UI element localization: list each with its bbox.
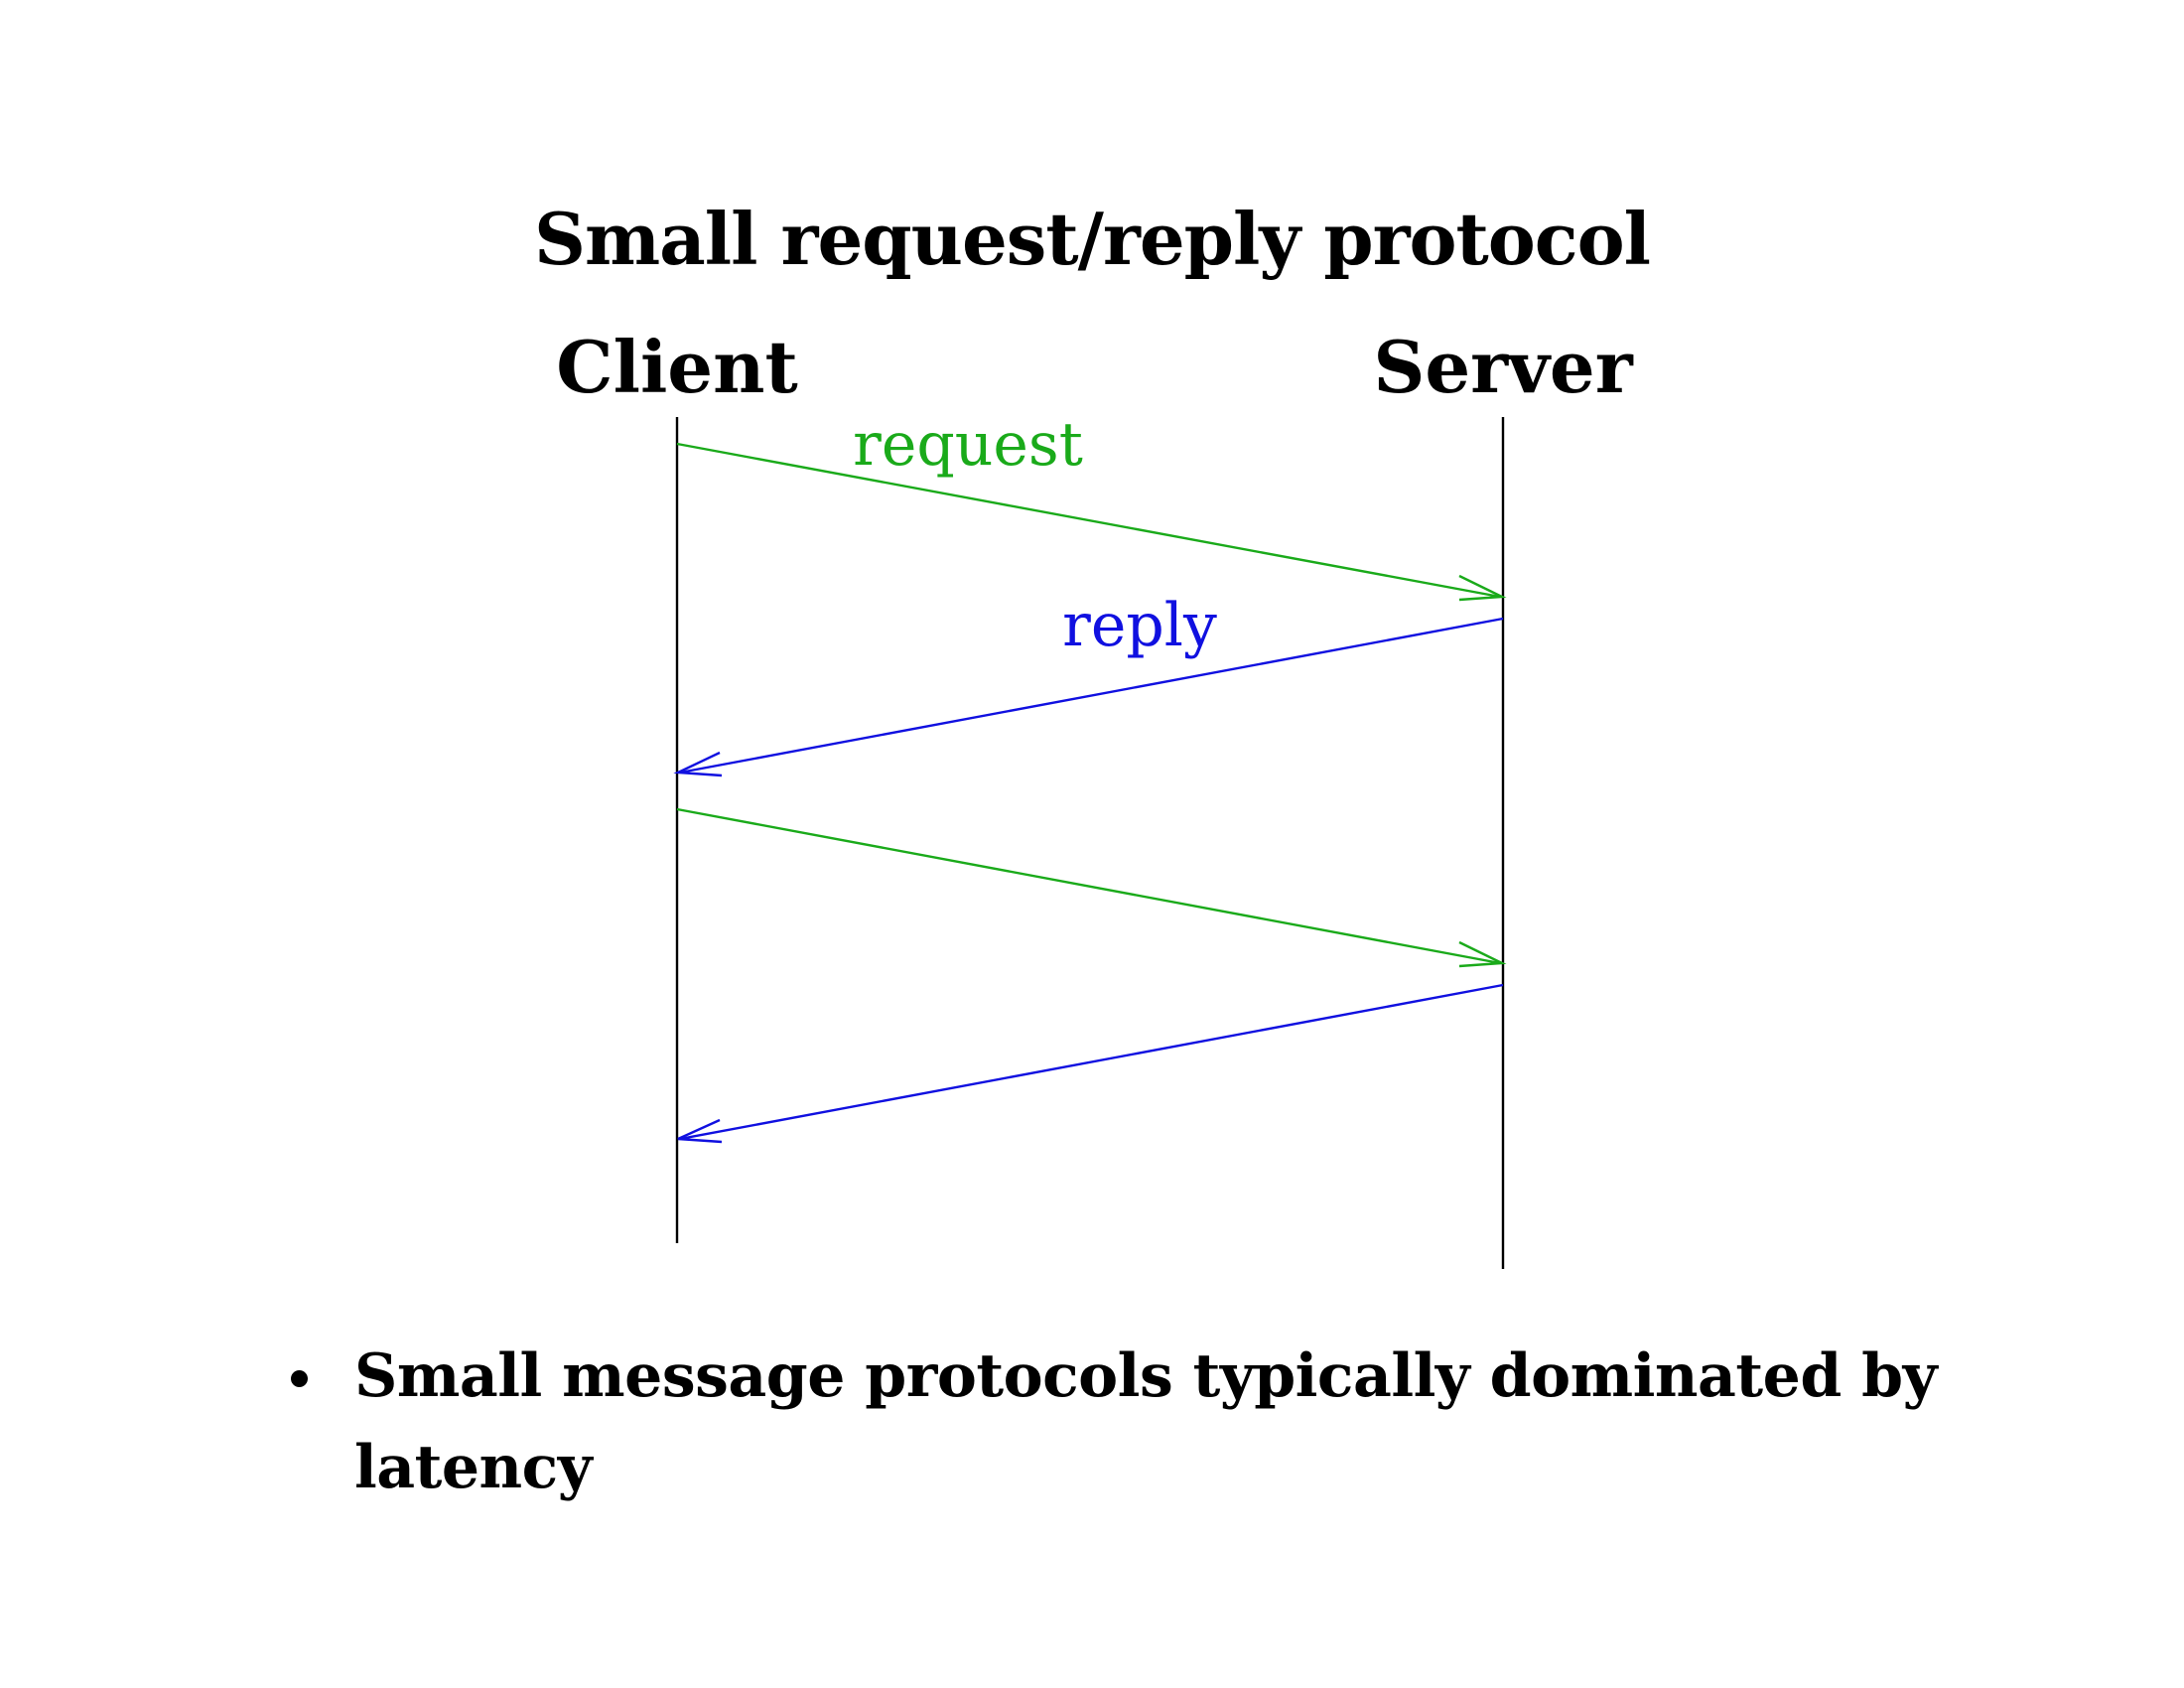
participant-label-server: Server [1373,325,1633,409]
slide-title: Small request/reply protocol [533,197,1651,281]
message-arrow-request-2 [676,807,1507,968]
bullet-list: Small message protocols typically domina… [283,1331,1971,1513]
message-arrow-request-1 [676,442,1507,602]
message-label-reply: reply [1062,591,1217,660]
participant-label-client: Client [556,325,797,409]
bullet-text: Small message protocols typically domina… [354,1341,1937,1502]
message-label-request: request [853,410,1083,480]
bullet-item: Small message protocols typically domina… [283,1331,1971,1513]
message-arrow-reply-2 [677,983,1504,1144]
bullet-dot-icon [291,1370,308,1387]
message-arrow-reply-1 [673,617,1504,777]
